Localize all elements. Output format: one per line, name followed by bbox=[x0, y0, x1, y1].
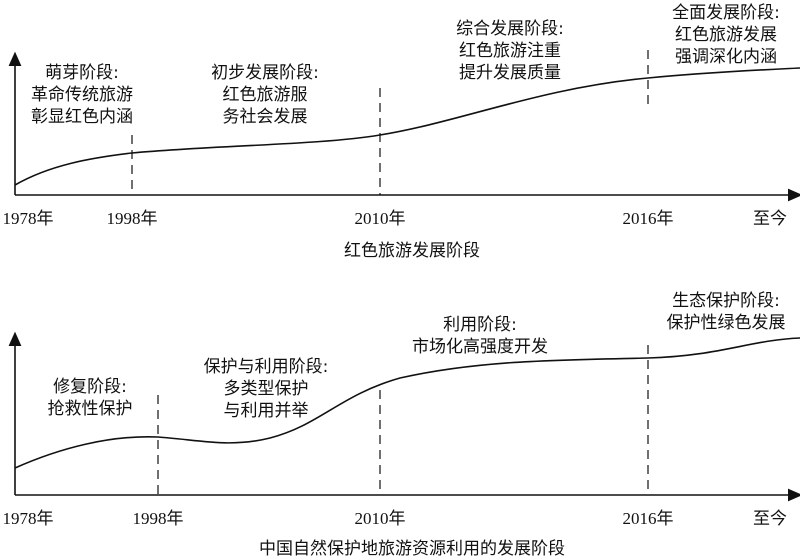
stage-title: 初步发展阶段: bbox=[211, 63, 319, 83]
top-stage-3: 综合发展阶段: 红色旅游注重 提升发展质量 bbox=[456, 19, 564, 83]
top-caption: 红色旅游发展阶段 bbox=[344, 241, 480, 261]
bottom-stage-4: 生态保护阶段: 保护性绿色发展 bbox=[667, 291, 786, 333]
stage-title: 保护与利用阶段: bbox=[204, 357, 329, 377]
stage-title: 生态保护阶段: bbox=[672, 291, 780, 311]
stage-title: 综合发展阶段: bbox=[456, 19, 564, 39]
top-year-2010: 2010年 bbox=[355, 209, 406, 228]
top-year-now: 至今 bbox=[753, 209, 787, 229]
top-stage-4: 全面发展阶段: 红色旅游发展 强调深化内涵 bbox=[672, 3, 780, 67]
stage-line: 市场化高强度开发 bbox=[412, 337, 548, 357]
bottom-stage-1: 修复阶段: 抢救性保护 bbox=[48, 377, 133, 419]
stage-line: 抢救性保护 bbox=[48, 399, 133, 419]
stage-line: 红色旅游注重 bbox=[459, 41, 561, 61]
bottom-year-1978: 1978年 bbox=[3, 509, 54, 528]
stage-line: 多类型保护 bbox=[224, 379, 309, 399]
bottom-year-now: 至今 bbox=[753, 509, 787, 529]
stage-line: 与利用并举 bbox=[224, 401, 309, 421]
bottom-year-2010: 2010年 bbox=[355, 509, 406, 528]
stage-title: 利用阶段: bbox=[443, 315, 517, 335]
bottom-year-2016: 2016年 bbox=[623, 509, 674, 528]
stage-title: 修复阶段: bbox=[53, 377, 127, 397]
top-stage-2: 初步发展阶段: 红色旅游服 务社会发展 bbox=[211, 63, 319, 127]
stage-line: 保护性绿色发展 bbox=[667, 313, 786, 333]
stage-line: 革命传统旅游 bbox=[31, 85, 133, 105]
stage-title: 萌芽阶段: bbox=[45, 63, 119, 83]
bottom-stage-2: 保护与利用阶段: 多类型保护 与利用并举 bbox=[204, 357, 329, 421]
top-diagram: 1978年 1998年 2010年 2016年 至今 红色旅游发展阶段 萌芽阶段… bbox=[3, 3, 800, 261]
bottom-development-curve bbox=[14, 337, 800, 469]
bottom-caption: 中国自然保护地旅游资源利用的发展阶段 bbox=[259, 539, 565, 559]
bottom-diagram: 1978年 1998年 2010年 2016年 至今 中国自然保护地旅游资源利用… bbox=[3, 291, 800, 559]
top-year-1998: 1998年 bbox=[107, 209, 158, 228]
stage-line: 强调深化内涵 bbox=[675, 47, 777, 67]
stage-line: 务社会发展 bbox=[223, 107, 308, 127]
top-year-2016: 2016年 bbox=[623, 209, 674, 228]
stage-line: 红色旅游发展 bbox=[675, 25, 777, 45]
top-stage-1: 萌芽阶段: 革命传统旅游 彰显红色内涵 bbox=[31, 63, 133, 127]
bottom-stage-3: 利用阶段: 市场化高强度开发 bbox=[412, 315, 548, 357]
stage-line: 彰显红色内涵 bbox=[31, 107, 133, 127]
top-year-1978: 1978年 bbox=[3, 209, 54, 228]
stage-line: 红色旅游服 bbox=[223, 85, 308, 105]
stage-title: 全面发展阶段: bbox=[672, 3, 780, 23]
stage-line: 提升发展质量 bbox=[459, 63, 561, 83]
bottom-year-1998: 1998年 bbox=[133, 509, 184, 528]
top-development-curve bbox=[14, 67, 800, 186]
